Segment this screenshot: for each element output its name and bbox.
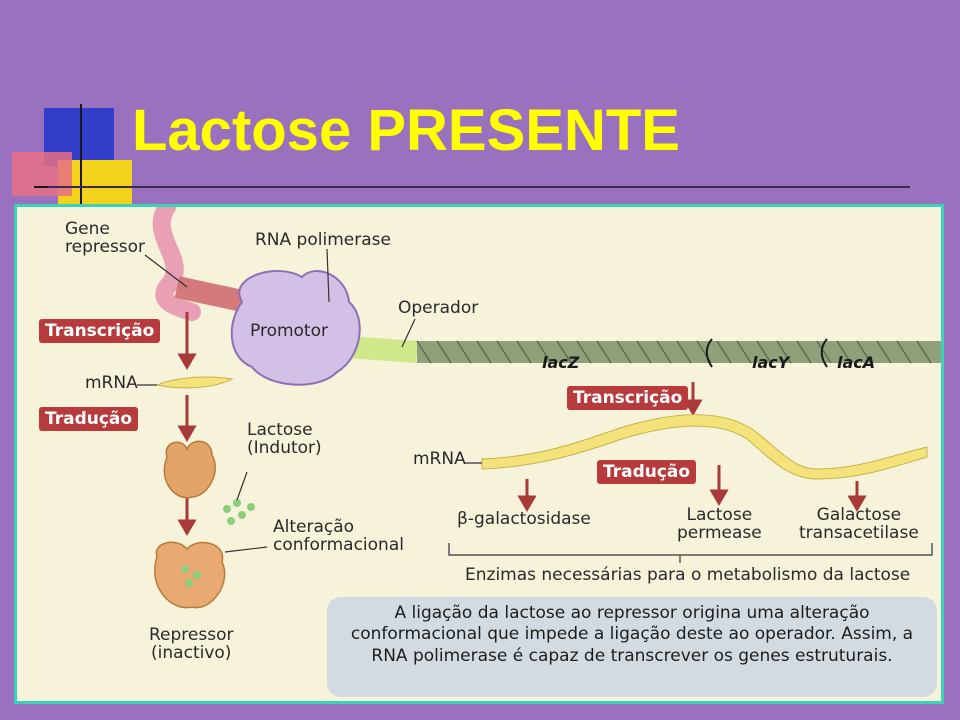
label-promotor: Promotor [250,321,328,341]
enzyme-arrows [517,465,867,512]
tag-traducao-right: Tradução [597,460,697,485]
tag-transcricao-right: Transcrição [567,386,689,411]
rna-polymerase-shape [230,270,361,386]
mrna-left [155,376,234,389]
dna-helix-pattern [416,340,932,364]
tag-traducao-left: Tradução [39,407,139,432]
left-flow-arrows [177,312,197,536]
gene-repressor-pointer [144,254,188,288]
gene-divider-2 [820,338,828,368]
corner-decoration [0,90,140,210]
rna-pol-pointer [326,248,330,303]
gene-laca: lacA [837,353,876,372]
label-mrna-right: mRNA [413,449,466,469]
label-alteracao: Alteração conformacional [273,517,404,555]
bound-inducer-dots [181,565,201,587]
lac-operon-diagram [137,207,941,609]
label-mrna-left: mRNA [85,373,138,393]
label-lactose-indutor: Lactose (Indutor) [247,420,322,458]
repressor-active [163,440,216,499]
lactose-pointer [236,471,248,501]
right-transcription-arrow [683,382,703,416]
label-operador: Operador [398,298,479,318]
repressor-inactive [154,541,226,609]
dna-strand-pink [152,207,201,321]
label-repressor-inactivo: Repressor (inactivo) [149,625,234,663]
label-enzimas: Enzimas necessárias para o metabolismo d… [465,565,911,585]
label-beta-galactosidase: β-galactosidase [457,509,591,529]
label-galactose-transacetilase: Galactose transacetilase [799,505,919,543]
mrna-right [481,414,928,480]
diagram-panel: Gene repressor RNA polimerase Operador P… [14,204,944,704]
gene-divider-1 [705,338,713,368]
label-rna-polimerase: RNA polimerase [255,230,391,250]
slide-title: Lactose PRESENTE [132,98,680,163]
label-lactose-permease: Lactose permease [677,505,762,543]
enzymes-bracket [448,543,933,563]
alteracao-pointer [224,546,268,553]
caption-box [327,597,937,697]
title-divider [48,186,910,188]
gene-lacz: lacZ [542,353,580,372]
tag-transcricao-left: Transcrição [39,319,161,344]
gene-lacy: lacY [752,353,790,372]
label-gene-repressor: Gene repressor [65,219,146,257]
lactose-inducer-dots [223,499,255,525]
operador-pointer [401,318,416,348]
dna-operator-segment [346,336,418,363]
decor-vline [80,104,82,208]
dna-gene-repressor-segment [174,276,250,313]
pink-square [12,152,72,196]
caption-text: A ligação da lactose ao repressor origin… [350,603,914,666]
